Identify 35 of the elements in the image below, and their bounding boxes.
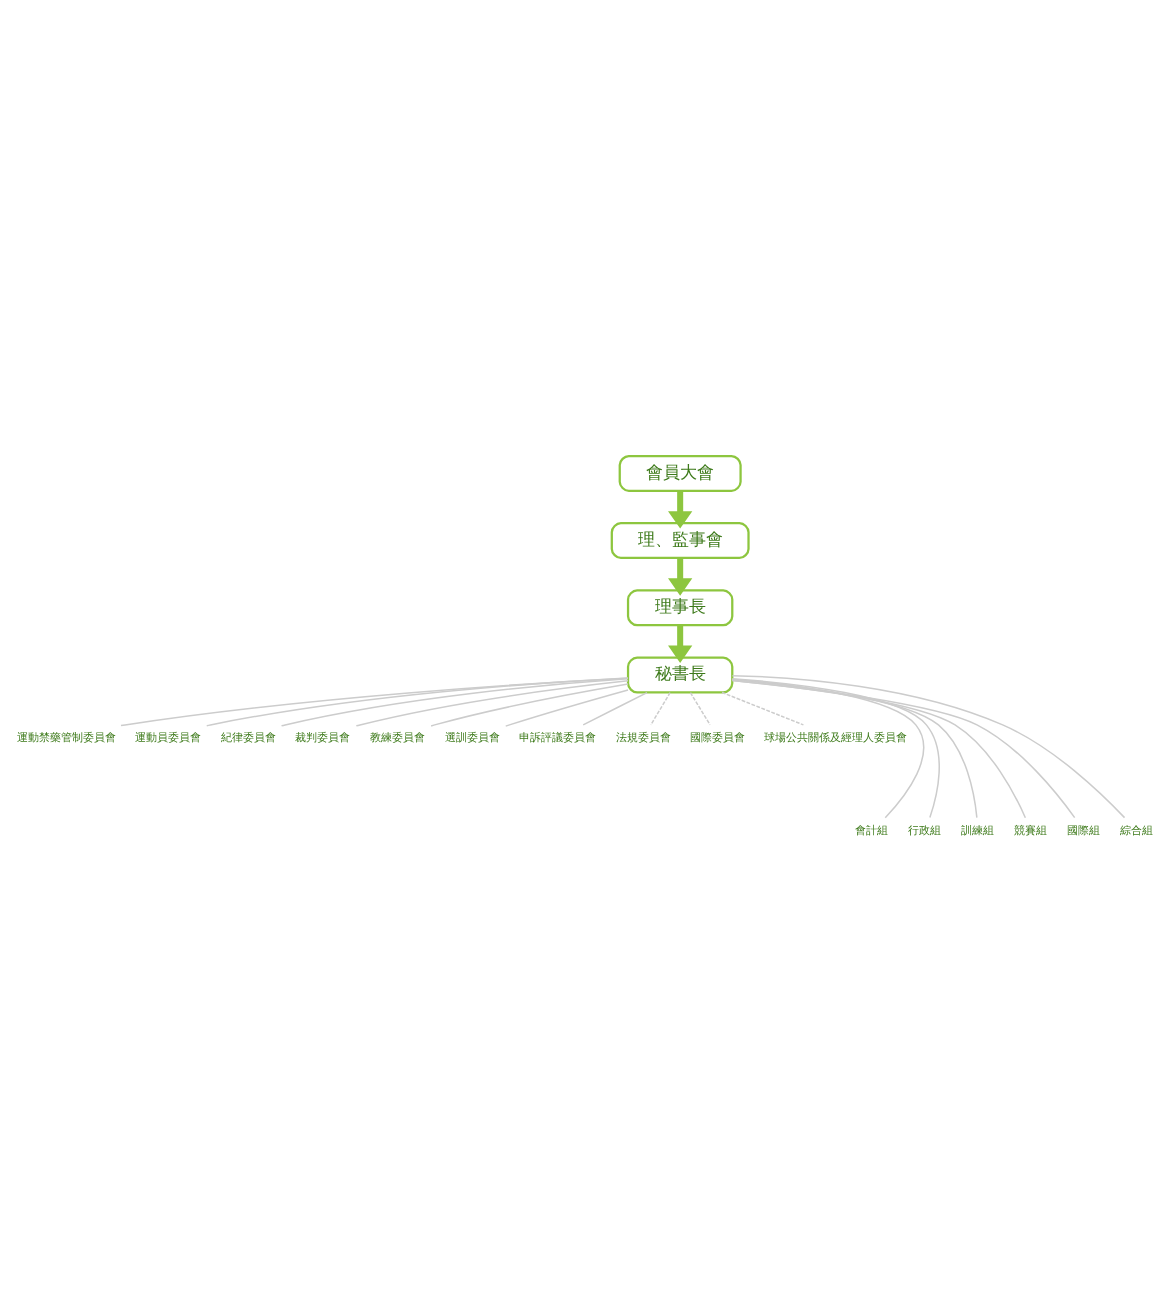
node-text: 選訓委員會 (444, 730, 500, 743)
node-text: 裁判委員會 (295, 730, 351, 743)
node-text: 紀律委員會 (220, 730, 276, 743)
node-text: 訓練組 (961, 823, 995, 836)
connector (582, 691, 648, 726)
connector (355, 679, 629, 727)
node-text: 會計組 (855, 823, 889, 836)
connector (731, 678, 978, 818)
node-text: 國際組 (1066, 823, 1100, 836)
node-text: 申訴評議委員會 (519, 730, 597, 743)
connector (504, 688, 629, 727)
node-text: 行政組 (908, 823, 942, 836)
node-box: 會員大會 (618, 454, 742, 492)
connector (206, 676, 629, 726)
node-text: 法規委員會 (615, 730, 671, 743)
connector (120, 676, 629, 726)
node-text: 運動員委員會 (135, 730, 202, 743)
arrow (668, 557, 693, 596)
arrow (668, 625, 693, 663)
connector (721, 691, 805, 726)
node-text: 國際委員會 (690, 730, 746, 743)
node-text: 教練委員會 (370, 730, 426, 743)
arrow (668, 490, 693, 528)
connector (689, 691, 711, 725)
node-text: 綜合組 (1119, 823, 1153, 836)
node-text: 運動禁藥管制委員會 (16, 730, 116, 743)
connector (280, 677, 629, 727)
connector (731, 674, 1126, 818)
node-box: 秘書長 (626, 656, 734, 694)
connector (650, 691, 671, 725)
node-box: 理事長 (626, 588, 734, 626)
node-box: 理、監事會 (610, 521, 750, 559)
connector (430, 682, 629, 727)
node-text: 球場公共關係及經理人委員會 (764, 730, 908, 743)
node-text: 競賽組 (1014, 823, 1048, 836)
